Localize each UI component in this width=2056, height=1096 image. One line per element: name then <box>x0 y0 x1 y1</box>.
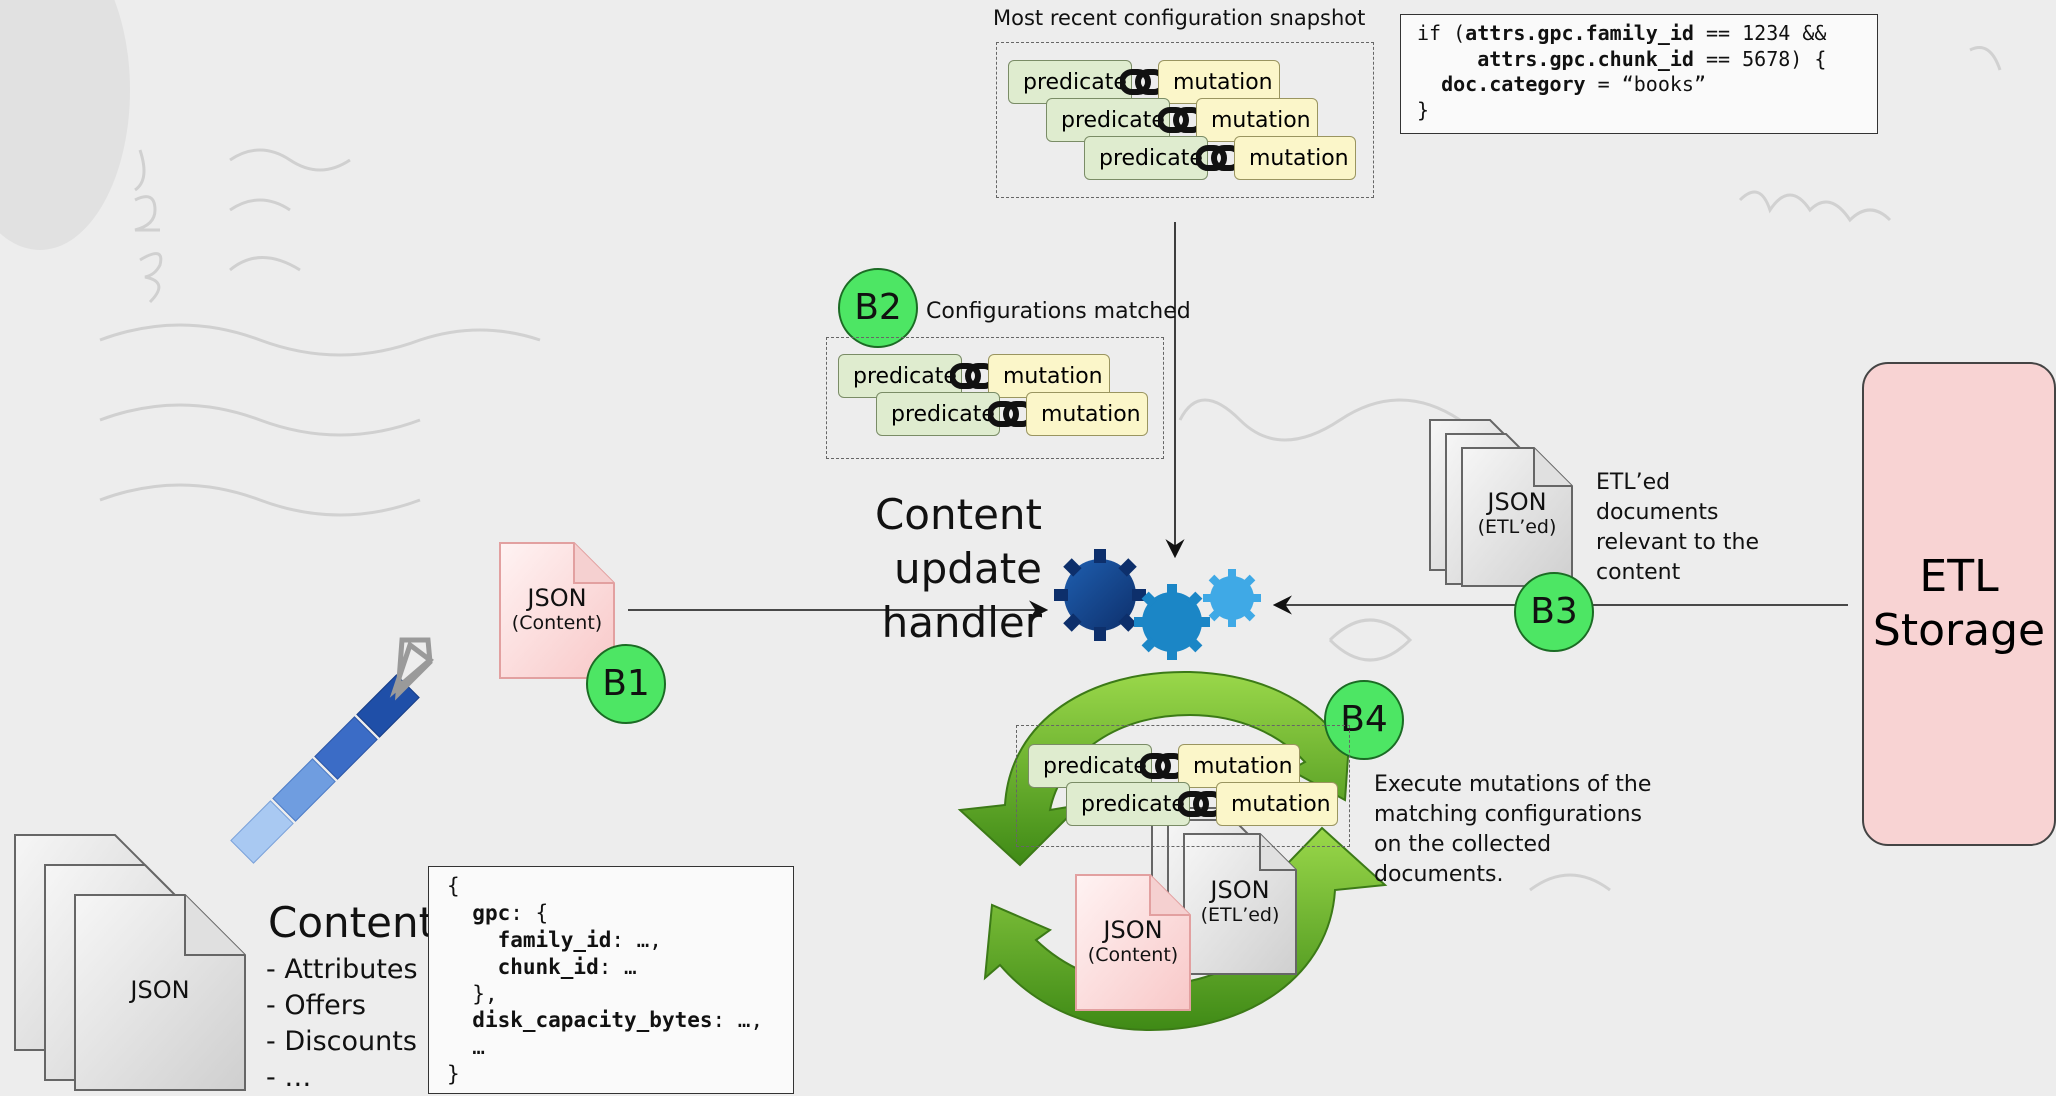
handler-line-1: Content <box>874 490 1042 539</box>
predicate-code-box: if (attrs.gpc.family_id == 1234 && attrs… <box>1400 14 1878 134</box>
etl-docs-stack-icon <box>1429 419 1573 587</box>
content-item: - Offers <box>266 990 366 1021</box>
predicate-box: predicate <box>838 354 962 398</box>
content-title: Content <box>268 898 436 947</box>
etl-docs-label: JSON (ETL’ed) <box>1462 488 1572 538</box>
mutation-box: mutation <box>1178 744 1300 788</box>
content-item: - Attributes <box>266 954 418 985</box>
handler-label: Content update handler <box>760 488 1042 650</box>
etl-storage-line-2: Storage <box>1872 605 2046 656</box>
content-doc-label: JSON <box>130 976 190 1004</box>
etl-docs-line-2: (ETL’ed) <box>1477 516 1557 538</box>
snapshot-group <box>996 42 1374 198</box>
content-doc-stack-icon <box>14 834 246 1091</box>
badge-b2: B2 <box>838 268 918 348</box>
mutation-box: mutation <box>1196 98 1318 142</box>
predicate-box: predicate <box>1066 782 1190 826</box>
predicate-box: predicate <box>1046 98 1170 142</box>
etl-docs-caption: ETL’ed documents relevant to the content <box>1596 470 1759 585</box>
content-json-label: JSON (Content) <box>500 584 614 634</box>
matched-title: Configurations matched <box>926 299 1191 324</box>
execute-caption: Execute mutations of the matching config… <box>1374 772 1652 887</box>
handler-line-2: update handler <box>881 544 1042 647</box>
progress-steps-icon <box>230 637 434 864</box>
content-json-line-2: (Content) <box>511 612 603 634</box>
content-item: - Discounts <box>266 1026 417 1057</box>
etl-storage-box: ETL Storage <box>1862 362 2056 846</box>
mutation-box: mutation <box>1234 136 1356 180</box>
content-item: - … <box>266 1062 312 1093</box>
etl-storage-line-1: ETL <box>1919 551 1999 602</box>
execute-etl-json-label: JSON (ETL’ed) <box>1200 876 1280 926</box>
execute-content-doc-icon <box>1075 874 1191 1011</box>
mutation-box: mutation <box>1216 782 1338 826</box>
predicate-box: predicate <box>1084 136 1208 180</box>
badge-b4: B4 <box>1324 680 1404 760</box>
predicate-box: predicate <box>876 392 1000 436</box>
content-items: - Attributes - Offers - Discounts - … <box>266 952 418 1096</box>
matched-group <box>826 337 1164 459</box>
gears-icon <box>1054 549 1261 660</box>
badge-b1: B1 <box>586 644 666 724</box>
badge-b3: B3 <box>1514 572 1594 652</box>
content-code-box: { gpc: { family_id: …, chunk_id: … }, di… <box>428 866 794 1094</box>
mutation-box: mutation <box>988 354 1110 398</box>
mutation-box: mutation <box>1026 392 1148 436</box>
content-json-doc-icon <box>499 542 615 679</box>
snapshot-title: Most recent configuration snapshot <box>993 6 1366 30</box>
execute-group <box>1016 725 1350 847</box>
execute-content-json-label: JSON (Content) <box>1087 916 1179 966</box>
etl-docs-line-1: JSON <box>1487 488 1547 516</box>
content-json-line-1: JSON <box>527 584 587 612</box>
mutation-box: mutation <box>1158 60 1280 104</box>
